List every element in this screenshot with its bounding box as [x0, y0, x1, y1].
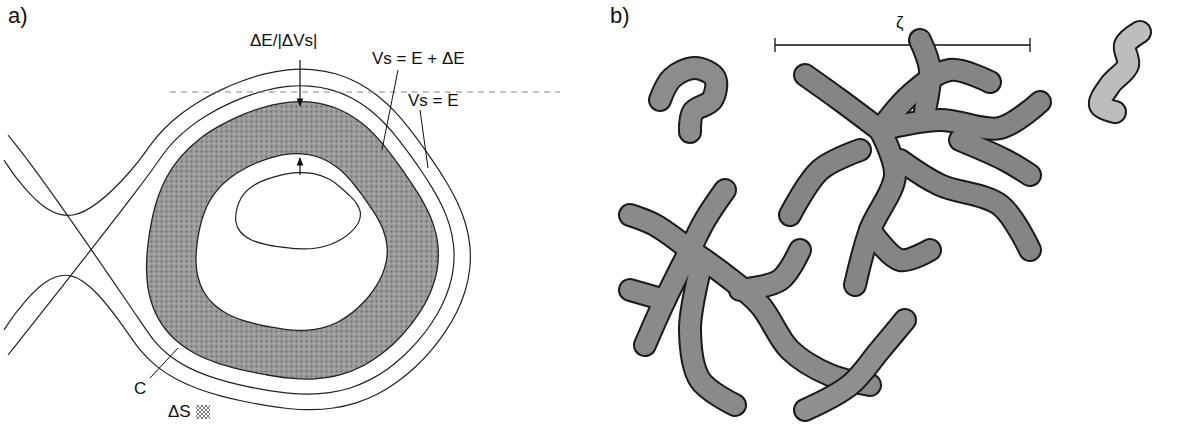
area-element: [196, 405, 210, 419]
domain-cluster: [660, 68, 716, 132]
length-label: ζ: [896, 14, 904, 33]
energy-band: [147, 102, 439, 379]
width-arrow: [299, 60, 300, 106]
contour-label: Vs = E: [408, 92, 459, 111]
scale-bar: [775, 38, 1030, 52]
contour-label: Vs = E + ΔE: [372, 50, 465, 69]
domain-cluster: [805, 320, 905, 410]
leader-line: [150, 348, 178, 378]
domain-cluster: [1100, 32, 1140, 112]
area-label: ΔS: [168, 403, 191, 422]
domain-cluster: [630, 190, 870, 405]
width-label: ΔE/|ΔVs|: [250, 32, 317, 51]
curve-label: C: [134, 380, 146, 399]
leader-line: [420, 110, 428, 168]
width-arrow: [299, 158, 300, 175]
domain-cluster: [790, 40, 1040, 285]
contour-line: [4, 69, 470, 409]
contour-line: [236, 173, 361, 249]
contour-line: [8, 86, 454, 394]
panel-label: a): [8, 4, 28, 28]
dashed-line: [170, 92, 560, 93]
leader-line: [382, 70, 398, 150]
panel-label: b): [610, 4, 630, 28]
